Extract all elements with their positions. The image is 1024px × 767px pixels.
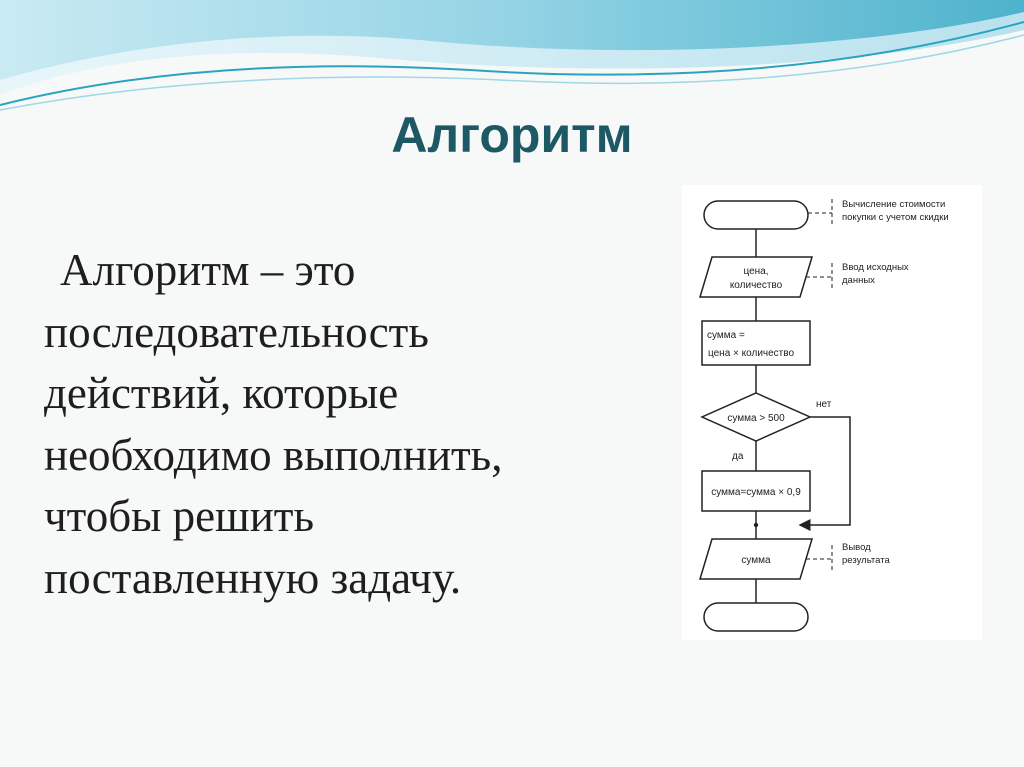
process-label-line1: сумма =: [707, 330, 745, 341]
note-output-line1: Вывод: [842, 542, 871, 553]
definition-text: Алгоритм – это последовательность действ…: [44, 240, 664, 609]
header-wave-decoration: [0, 0, 1024, 111]
input-label-line2: количество: [730, 280, 783, 291]
process-label-line2: цена × количество: [708, 348, 794, 359]
note-input-line2: данных: [842, 275, 875, 286]
end-terminator: [703, 602, 809, 632]
discount-label: сумма=сумма × 0,9: [711, 487, 801, 498]
note-start-line1: Вычисление стоимости: [842, 199, 945, 210]
note-input-line1: Ввод исходных: [842, 262, 909, 273]
discount-box: [701, 470, 811, 512]
input-parallelogram: [698, 256, 814, 298]
note-start-line2: покупки с учетом скидки: [842, 212, 949, 223]
input-label-line1: цена,: [743, 266, 768, 277]
output-label: сумма: [741, 555, 771, 566]
decision-no-label: нет: [816, 399, 832, 410]
output-parallelogram: [698, 538, 814, 580]
slide-title: Алгоритм: [391, 107, 633, 163]
decision-yes-label: да: [732, 451, 744, 462]
flowchart-diagram: цена, количество сумма = цена × количест…: [682, 185, 982, 640]
definition-line: действий, которые: [44, 368, 399, 418]
definition-line: последовательность: [44, 306, 429, 357]
decision-label: сумма > 500: [727, 413, 785, 424]
note-output-line2: результата: [842, 555, 890, 566]
definition-line: поставленную задачу.: [44, 552, 462, 603]
definition-line: Алгоритм – это: [60, 245, 356, 295]
definition-line: чтобы решить: [44, 491, 314, 541]
definition-line: необходимо выполнить,: [44, 429, 503, 480]
start-terminator: [703, 200, 809, 230]
